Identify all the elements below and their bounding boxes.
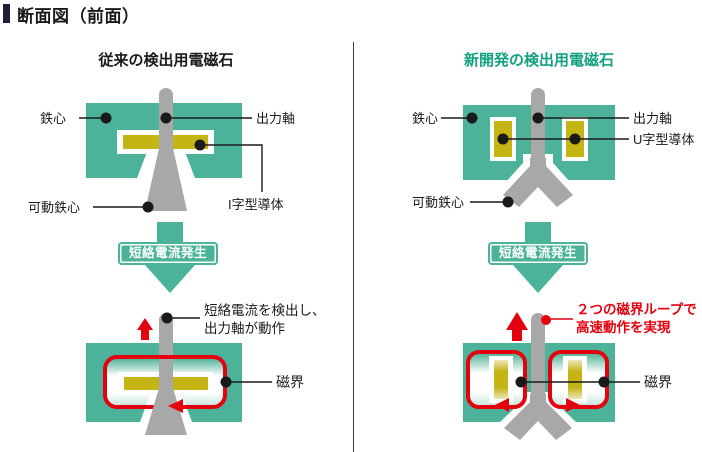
label-output-shaft: 出力軸 <box>256 111 296 126</box>
short-circuit-badge: 短絡電流発生 <box>118 242 218 265</box>
label-magnetic-field: 磁界 <box>276 374 304 390</box>
fast-action-note: ２つの磁界ループで 高速動作を実現 <box>576 301 697 336</box>
label-magnetic-field: 磁界 <box>644 374 672 390</box>
label-output-shaft: 出力軸 <box>633 111 673 126</box>
header-accent-bar <box>3 4 10 23</box>
label-lines <box>441 117 629 203</box>
movable-core <box>503 158 573 207</box>
label-dots <box>161 312 232 388</box>
label-movable-core: 可動鉄心 <box>28 200 81 215</box>
label-dots <box>100 112 206 213</box>
detection-note-line2: 出力軸が動作 <box>204 320 285 336</box>
output-shaft <box>531 88 545 160</box>
label-conductor: U字型導体 <box>633 132 695 147</box>
new-actuated-diagram <box>463 312 640 443</box>
label-iron-core: 鉄心 <box>40 111 67 126</box>
up-arrow-icon <box>137 318 153 340</box>
short-circuit-badge: 短絡電流発生 <box>488 242 588 265</box>
label-dots <box>466 112 581 208</box>
column-divider <box>353 42 354 452</box>
label-lines <box>79 117 263 208</box>
conventional-title: 従来の検出用電磁石 <box>98 52 234 69</box>
u-shaped-conductor-left <box>494 360 508 399</box>
output-shaft <box>159 313 173 392</box>
fast-action-note-line1: ２つの磁界ループで <box>576 302 697 317</box>
u-shaped-conductor-right <box>568 360 582 399</box>
conventional-actuated-diagram <box>86 312 272 435</box>
movable-core <box>145 148 187 211</box>
label-iron-core: 鉄心 <box>412 111 439 126</box>
label-conductor: I字型導体 <box>228 197 284 212</box>
up-arrow-icon <box>506 312 528 341</box>
label-movable-core: 可動鉄心 <box>412 195 465 210</box>
conventional-magnet-diagram <box>79 88 263 213</box>
label-dots <box>515 376 610 388</box>
movable-core <box>145 388 187 435</box>
detection-note-line1: 短絡電流を検出し、 <box>204 303 326 318</box>
output-shaft <box>531 313 545 396</box>
fast-action-note-line2: 高速動作を実現 <box>576 319 671 335</box>
red-label-dot <box>541 315 551 325</box>
page-title: 断面図（前面） <box>17 7 140 26</box>
new-developed-title: 新開発の検出用電磁石 <box>463 52 615 69</box>
movable-core <box>504 394 572 440</box>
detection-note: 短絡電流を検出し、 出力軸が動作 <box>204 302 326 337</box>
field-direction-arrow-right-icon <box>566 398 580 412</box>
field-direction-arrow-icon <box>168 399 183 413</box>
new-magnet-diagram <box>441 88 629 213</box>
field-direction-arrow-left-icon <box>495 398 509 412</box>
